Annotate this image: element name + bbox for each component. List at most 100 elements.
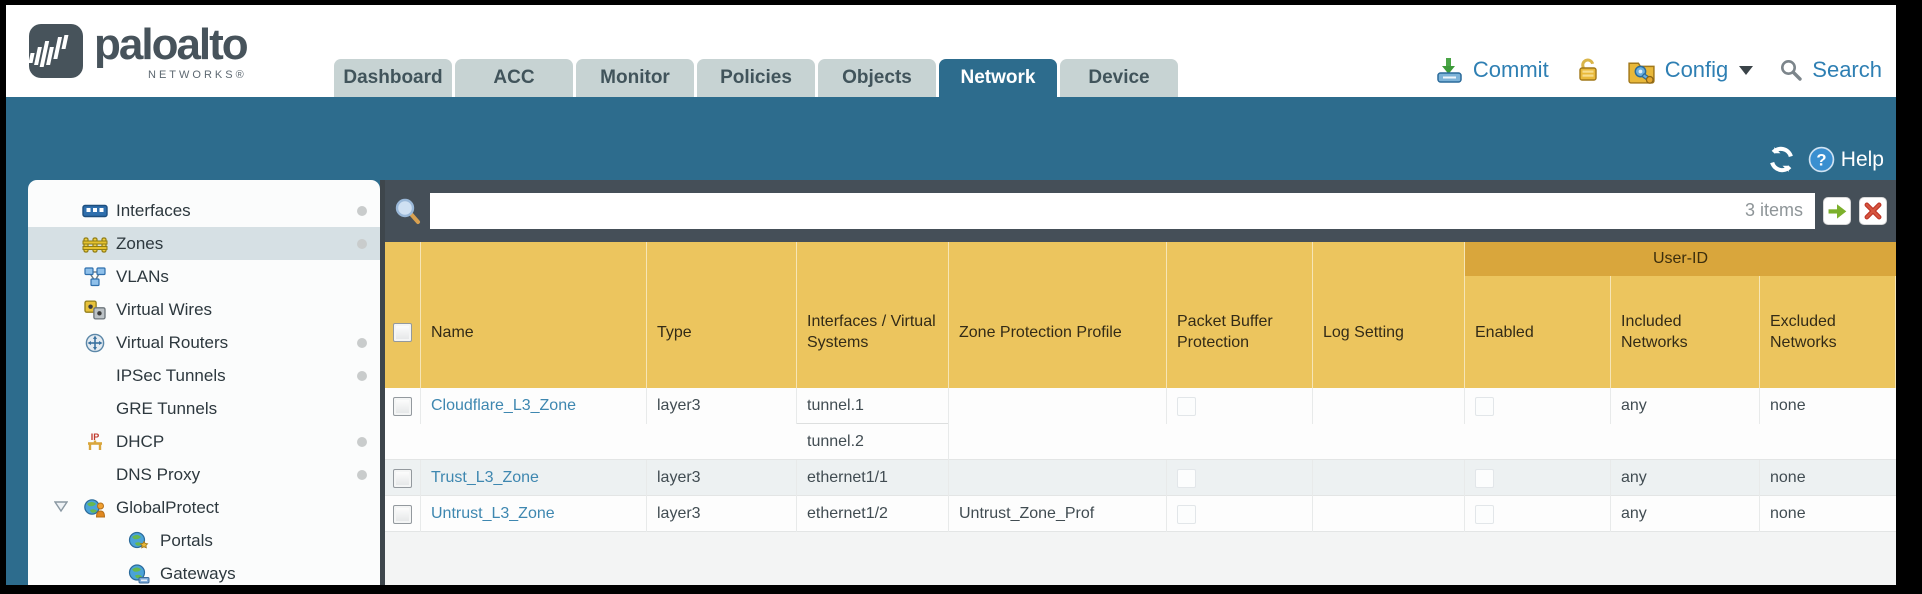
tab-dashboard[interactable]: Dashboard [334, 59, 452, 97]
column-header-excluded-networks[interactable]: Excluded Networks [1760, 242, 1896, 388]
packet-buffer-protection-checkbox[interactable] [1177, 396, 1196, 416]
refresh-icon[interactable] [1767, 145, 1796, 174]
sidebar-item-label: Interfaces [116, 200, 191, 220]
user-id-group-header: User-ID [1465, 242, 1896, 276]
sidebar-item-interfaces[interactable]: Interfaces [28, 194, 380, 227]
row-select-checkbox[interactable] [393, 396, 412, 416]
paloalto-logo-icon [28, 23, 84, 79]
row-select-checkbox[interactable] [393, 468, 412, 488]
global-search-button[interactable]: Search [1812, 57, 1882, 82]
config-menu-button[interactable]: Config [1664, 57, 1729, 82]
tab-policies[interactable]: Policies [697, 59, 815, 97]
sidebar-item-dns-proxy[interactable]: DNS Proxy [28, 458, 380, 491]
virtual-routers-icon [82, 333, 108, 353]
packet-buffer-protection-cell [1167, 496, 1313, 532]
column-header-type[interactable]: Type [647, 242, 797, 388]
brand-word: paloalto [94, 20, 249, 69]
select-all-checkbox[interactable] [393, 322, 412, 342]
vsys-dot-icon [357, 371, 367, 381]
sidebar-item-zones[interactable]: Zones [28, 227, 380, 260]
interfaces-icon [82, 201, 108, 221]
lock-icon[interactable] [1575, 57, 1601, 83]
row-select-cell [385, 388, 421, 424]
user-id-enabled-checkbox[interactable] [1475, 396, 1494, 416]
config-icon[interactable] [1627, 56, 1656, 85]
zone-interfaces-cell: ethernet1/2 [797, 496, 949, 532]
clear-filter-button[interactable] [1859, 197, 1887, 225]
sidebar-item-label: Gateways [160, 563, 236, 583]
included-networks-cell: any [1611, 460, 1760, 496]
zone-name-link[interactable]: Cloudflare_L3_Zone [431, 397, 576, 414]
interface-entry: ethernet1/2 [807, 505, 888, 522]
zone-protection-profile-cell [949, 388, 1167, 424]
interface-entry: tunnel.2 [807, 433, 864, 450]
sidebar-item-vlans[interactable]: VLANs [28, 260, 380, 293]
included-networks-cell: any [1611, 388, 1760, 424]
sidebar-item-gre-tunnels[interactable]: GRE Tunnels [28, 392, 380, 425]
row-select-checkbox[interactable] [393, 504, 412, 524]
log-setting-cell [1313, 496, 1465, 532]
sidebar-item-globalprotect[interactable]: GlobalProtect [28, 491, 380, 524]
sidebar-item-label: IPSec Tunnels [116, 365, 226, 385]
sidebar-item-dhcp[interactable]: DHCP [28, 425, 380, 458]
search-icon[interactable] [1779, 58, 1803, 82]
column-header-log-setting[interactable]: Log Setting [1313, 242, 1465, 388]
zone-interfaces-cell: ethernet1/1 [797, 460, 949, 496]
ipsec-tunnels-icon [82, 366, 108, 386]
sidebar-item-label: GlobalProtect [116, 497, 219, 517]
sidebar-item-label: Virtual Wires [116, 299, 213, 319]
tab-objects[interactable]: Objects [818, 59, 936, 97]
column-header-select [385, 242, 421, 388]
column-header-name[interactable]: Name [421, 242, 647, 388]
sidebar-item-label: Virtual Routers [116, 332, 229, 352]
column-header-interfaces-virtual-systems[interactable]: Interfaces / Virtual Systems [797, 242, 949, 388]
zone-type-cell: layer3 [647, 460, 797, 496]
column-header-included-networks[interactable]: Included Networks [1611, 242, 1760, 388]
dhcp-icon [82, 432, 108, 452]
sidebar-item-label: GRE Tunnels [116, 398, 218, 418]
zone-protection-profile-cell [949, 460, 1167, 496]
sidebar-item-ipsec-tunnels[interactable]: IPSec Tunnels [28, 359, 380, 392]
help-icon[interactable] [1808, 146, 1835, 173]
sidebar-item-gateways[interactable]: Gateways [28, 557, 380, 585]
sidebar-item-virtual-routers[interactable]: Virtual Routers [28, 326, 380, 359]
packet-buffer-protection-checkbox[interactable] [1177, 504, 1196, 524]
vlans-icon [82, 267, 108, 287]
tab-device[interactable]: Device [1060, 59, 1178, 97]
user-id-enabled-checkbox[interactable] [1475, 504, 1494, 524]
user-id-enabled-checkbox[interactable] [1475, 468, 1494, 488]
tab-network[interactable]: Network [939, 59, 1057, 97]
commit-icon[interactable] [1436, 56, 1464, 84]
brand-logo: paloalto NETWORKS® [28, 17, 249, 81]
apply-filter-button[interactable] [1823, 197, 1851, 225]
zone-name-link[interactable]: Untrust_L3_Zone [431, 505, 555, 522]
interface-entry: ethernet1/1 [807, 469, 888, 486]
sidebar-item-label: Portals [160, 530, 213, 550]
excluded-networks-cell: none [1770, 397, 1806, 414]
help-link[interactable]: Help [1840, 147, 1884, 171]
portals-icon [126, 531, 152, 551]
column-header-zone-protection-profile[interactable]: Zone Protection Profile [949, 242, 1167, 388]
packet-buffer-protection-cell [1167, 388, 1313, 424]
expand-caret-icon[interactable] [54, 501, 68, 513]
user-id-enabled-cell [1465, 388, 1611, 424]
tab-monitor[interactable]: Monitor [576, 59, 694, 97]
filter-input[interactable] [430, 193, 1815, 229]
sidebar-item-portals[interactable]: Portals [28, 524, 380, 557]
packet-buffer-protection-checkbox[interactable] [1177, 468, 1196, 488]
sidebar-item-label: Zones [116, 233, 164, 253]
caret-down-icon[interactable] [1739, 65, 1754, 75]
column-header-enabled[interactable]: Enabled [1465, 242, 1611, 388]
column-header-packet-buffer-protection[interactable]: Packet Buffer Protection [1167, 242, 1313, 388]
top-actions: Commit Config Search [1436, 51, 1882, 89]
user-id-enabled-cell [1465, 496, 1611, 532]
zone-name-link[interactable]: Trust_L3_Zone [431, 469, 539, 486]
sidebar-item-virtual-wires[interactable]: Virtual Wires [28, 293, 380, 326]
commit-button[interactable]: Commit [1472, 57, 1549, 82]
tab-acc[interactable]: ACC [455, 59, 573, 97]
